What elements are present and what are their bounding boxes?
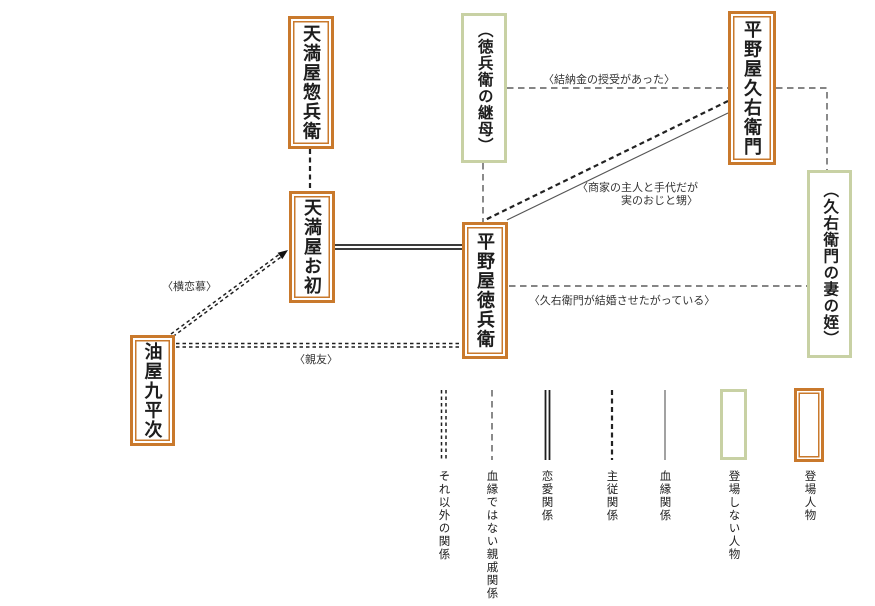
node-label: 天満屋お初: [302, 198, 322, 296]
edge-label-master-and-uncle: 〈商家の主人と手代だが 実のおじと甥〉: [563, 182, 698, 208]
legend-label-non-blood-relative: 血縁ではない親戚関係: [485, 470, 498, 600]
legend-label-non-appearing-person: 登場しない人物: [727, 470, 740, 561]
edge-kuheiji-ohatsu-yokorenbo: [170, 250, 288, 338]
edge-label-unrequited-love: 〈横恋慕〉: [162, 281, 217, 293]
node-label: 油屋九平次: [142, 341, 163, 440]
edge-kyuemon-tokubei-master: [484, 100, 729, 221]
node-tenmaya-ohatsu: 天満屋お初: [289, 191, 335, 303]
node-tokubei-stepmother: （徳兵衛の継母）: [461, 13, 507, 163]
node-label: 天満屋惣兵衛: [301, 24, 321, 141]
legend-label-master-servant: 主従関係: [605, 470, 618, 522]
legend-line-samples: [440, 390, 666, 460]
edge-kyuemon-niece: [776, 87, 828, 170]
node-hiranoya-tokubei: 平野屋徳兵衛: [462, 222, 508, 359]
edge-kyuemon-tokubei-blood: [506, 112, 729, 221]
legend-box-non-appearing: [720, 389, 747, 460]
legend-label-other-relation: それ以外の関係: [437, 470, 450, 561]
edge-label-betrothal-money: 〈結納金の授受があった〉: [543, 74, 675, 86]
legend-label-love-relation: 恋愛関係: [540, 470, 553, 522]
node-hiranoya-kyuemon: 平野屋久右衛門: [728, 11, 776, 165]
edge-label-wants-marriage: 〈久右衛門が結婚させたがっている〉: [528, 295, 716, 307]
arrowhead-icon: [277, 250, 288, 260]
edge-kuheiji-tokubei-friend: [176, 342, 462, 348]
node-label: 平野屋徳兵衛: [475, 232, 495, 349]
node-label: （久右衛門の妻の姪）: [821, 181, 839, 347]
node-tenmaya-sobei: 天満屋惣兵衛: [288, 16, 334, 149]
legend-label-appearing-person: 登場人物: [803, 470, 816, 522]
node-label: （徳兵衛の継母）: [475, 22, 493, 154]
edge-label-line2: 実のおじと甥〉: [621, 195, 698, 207]
edge-ohatsu-tokubei-love: [335, 244, 462, 250]
edge-label-line1: 〈商家の主人と手代だが: [577, 182, 698, 194]
node-kyuemon-wife-niece: （久右衛門の妻の姪）: [807, 170, 852, 358]
node-label: 平野屋久右衛門: [742, 19, 762, 157]
edge-label-best-friends: 〈親友〉: [294, 354, 338, 366]
legend-box-appearing: [794, 388, 824, 462]
node-aburaya-kuheiji: 油屋九平次: [130, 335, 175, 446]
legend-label-blood-relation: 血縁関係: [658, 470, 671, 522]
